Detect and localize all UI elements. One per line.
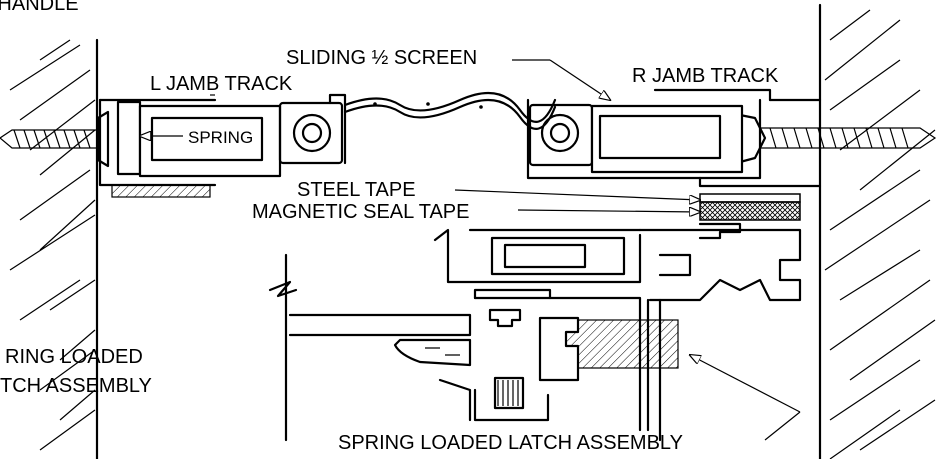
- left-screw: [0, 110, 110, 168]
- label-l-jamb-track: L JAMB TRACK: [150, 73, 293, 95]
- label-steel-tape: STEEL TAPE: [297, 179, 416, 201]
- label-bottom-latch: SPRING LOADED LATCH ASSEMBLY: [338, 432, 683, 454]
- right-wall: [818, 3, 936, 461]
- right-screw: [738, 113, 937, 164]
- handle: [268, 253, 472, 442]
- label-r-jamb-track: R JAMB TRACK: [632, 65, 779, 87]
- sliding-screen-mesh: [343, 91, 557, 130]
- seal-tapes: [698, 193, 801, 240]
- label-left-latch-line2: TCH ASSEMBLY: [0, 375, 152, 397]
- label-top-left-cut: T HANDLE: [0, 0, 79, 15]
- latch-bolt: [488, 308, 679, 382]
- left-jamb-track: [98, 93, 347, 198]
- left-wall: [9, 38, 99, 461]
- labels: T HANDLE SLIDING ½ SCREEN L JAMB TRACK R…: [0, 0, 779, 454]
- spring-housing: [438, 376, 550, 422]
- label-spring: SPRING: [188, 128, 253, 147]
- label-magnetic-seal-tape: MAGNETIC SEAL TAPE: [252, 201, 469, 223]
- leader-lines: [140, 59, 801, 441]
- label-sliding-screen: SLIDING ½ SCREEN: [286, 47, 477, 69]
- right-jamb-track: [526, 88, 822, 188]
- label-left-latch-line1: RING LOADED: [5, 346, 143, 368]
